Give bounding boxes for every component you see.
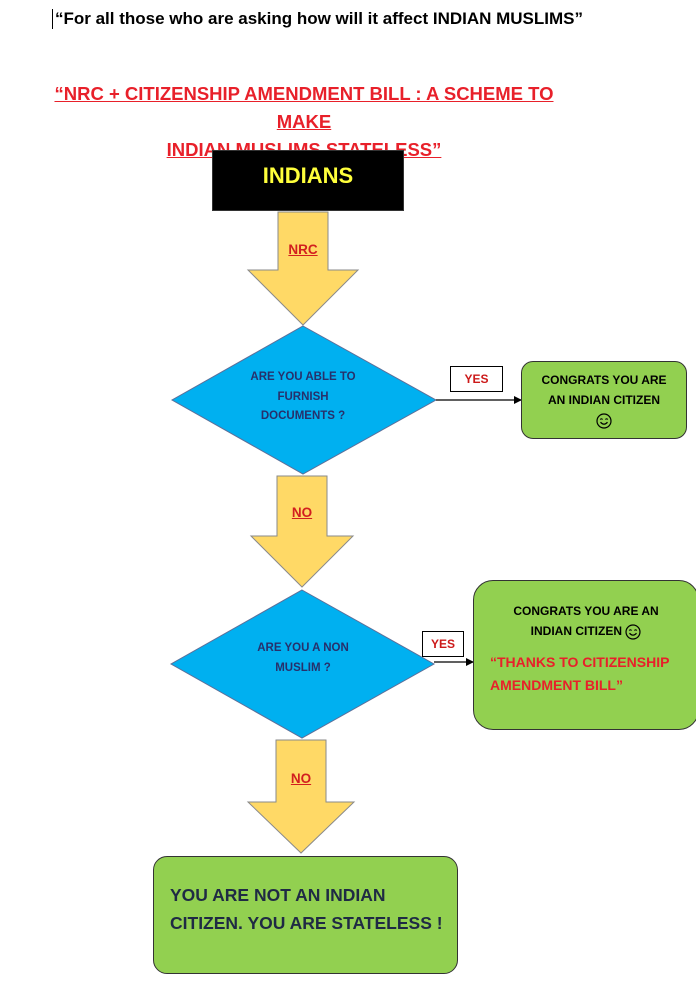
result-citizen-2-line-1: CONGRATS YOU ARE AN xyxy=(513,604,659,618)
result-citizen-1-line-2: AN INDIAN CITIZEN xyxy=(548,393,660,407)
decision-non-muslim-line-2: MUSLIM ? xyxy=(275,661,331,674)
result-citizen-2-line-2: INDIAN CITIZEN xyxy=(530,624,622,638)
result-citizen-1: CONGRATS YOU ARE AN INDIAN CITIZEN xyxy=(521,361,687,439)
decision-non-muslim-line-1: ARE YOU A NON xyxy=(257,642,349,654)
result-citizen-2-quote-line-2: AMENDMENT BILL” xyxy=(490,677,623,693)
decision-diamond-documents xyxy=(170,325,438,475)
arrow-label-nrc: NRC xyxy=(288,242,318,257)
down-arrow-nrc xyxy=(246,211,360,326)
intro-text: “For all those who are asking how will i… xyxy=(55,9,584,28)
result-citizen-2-quote: “THANKS TO CITIZENSHIP AMENDMENT BILL” xyxy=(490,651,696,697)
smile-icon xyxy=(522,410,686,429)
down-arrow-no-1 xyxy=(249,475,355,588)
result-citizen-1-line-1: CONGRATS YOU ARE xyxy=(541,373,667,387)
decision-documents-line-3: DOCUMENTS ? xyxy=(260,410,346,422)
decision-documents-line-2: FURNISH xyxy=(277,390,329,403)
result-stateless: YOU ARE NOT AN INDIAN CITIZEN. YOU ARE S… xyxy=(153,856,458,974)
headline-line-1: “NRC + CITIZENSHIP AMENDMENT BILL : A SC… xyxy=(54,83,554,132)
text-cursor xyxy=(52,9,53,29)
arrow-label-no-1: NO xyxy=(291,505,313,520)
arrow-label-no-2: NO xyxy=(290,771,312,786)
smile-icon xyxy=(625,624,641,640)
result-citizen-2: CONGRATS YOU ARE AN INDIAN CITIZEN “THAN… xyxy=(473,580,696,730)
decision-diamond-non-muslim xyxy=(169,589,436,739)
yes-label-1: YES xyxy=(450,366,503,392)
result-citizen-2-quote-line-1: “THANKS TO CITIZENSHIP xyxy=(490,654,670,670)
down-arrow-no-2 xyxy=(246,739,356,854)
result-stateless-line-1: YOU ARE NOT AN INDIAN xyxy=(170,885,386,905)
result-citizen-2-line-2-wrap: INDIAN CITIZEN xyxy=(474,621,696,641)
decision-documents-line-1: ARE YOU ABLE TO xyxy=(250,371,356,383)
yes-label-2: YES xyxy=(422,631,464,657)
decision-text-documents: ARE YOU ABLE TO FURNISH DOCUMENTS ? xyxy=(213,368,393,427)
decision-text-non-muslim: ARE YOU A NON MUSLIM ? xyxy=(213,639,393,678)
start-box-label: INDIANS xyxy=(262,162,354,188)
result-stateless-line-2: CITIZEN. YOU ARE STATELESS ! xyxy=(170,913,443,933)
start-box-indians: INDIANS xyxy=(212,150,404,211)
